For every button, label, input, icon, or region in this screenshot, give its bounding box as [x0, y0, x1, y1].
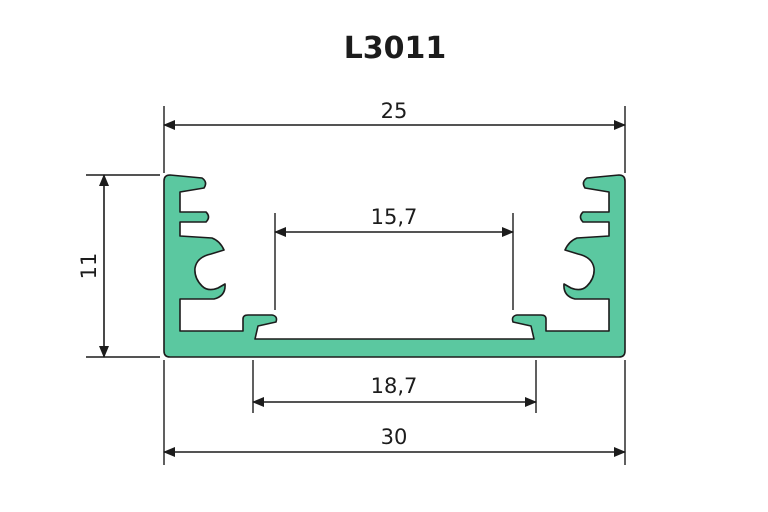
dim-label-base-inner: 18,7 [371, 374, 418, 398]
drawing-title: L3011 [344, 31, 447, 66]
dimension-lines [99, 120, 626, 457]
dim-label-inner-width: 15,7 [371, 205, 418, 229]
dim-label-top-width: 25 [381, 99, 408, 123]
dim-label-bottom-width: 30 [381, 425, 408, 449]
profile-cross-section [163, 174, 626, 358]
dim-label-height: 11 [77, 253, 101, 280]
